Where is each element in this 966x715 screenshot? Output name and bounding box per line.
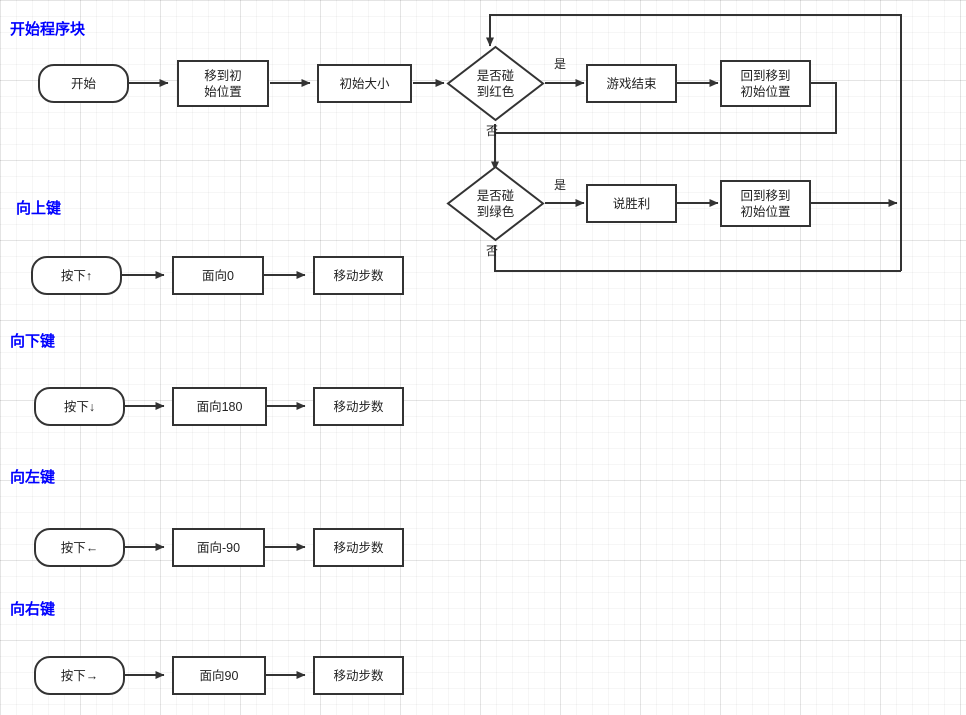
edge-checkgreen-no-to-rightbus	[494, 245, 901, 272]
node-face-90[interactable]: 面向90	[172, 656, 266, 695]
node-move-to-initial-position[interactable]: 移到初 始位置	[177, 60, 269, 107]
node-check-red-label: 是否碰 到红色	[476, 68, 515, 99]
edge-label-green-yes: 是	[554, 178, 567, 192]
node-check-green[interactable]: 是否碰 到绿色	[446, 165, 545, 242]
node-back-to-initial-2[interactable]: 回到移到 初始位置	[720, 180, 811, 227]
section-title-start: 开始程序块	[10, 21, 86, 38]
node-back-to-initial-1[interactable]: 回到移到 初始位置	[720, 60, 811, 107]
node-say-win[interactable]: 说胜利	[586, 184, 677, 223]
node-press-right[interactable]: 按下→	[34, 656, 125, 695]
section-title-down: 向下键	[10, 333, 56, 350]
section-title-right: 向右键	[10, 601, 56, 618]
node-press-left[interactable]: 按下←	[34, 528, 125, 567]
node-face-0[interactable]: 面向0	[172, 256, 264, 295]
edge-rightbus-loop-to-checkred	[486, 14, 902, 271]
edge-label-green-no: 否	[486, 244, 499, 258]
section-title-left: 向左键	[10, 469, 56, 486]
node-move-steps-up[interactable]: 移动步数	[313, 256, 404, 295]
node-move-steps-left[interactable]: 移动步数	[313, 528, 404, 567]
edge-label-red-yes: 是	[554, 57, 567, 71]
node-move-steps-down[interactable]: 移动步数	[313, 387, 404, 426]
node-press-down[interactable]: 按下↓	[34, 387, 125, 426]
node-face-180[interactable]: 面向180	[172, 387, 267, 426]
node-check-green-label: 是否碰 到绿色	[476, 188, 515, 219]
node-move-steps-right[interactable]: 移动步数	[313, 656, 404, 695]
section-title-up: 向上键	[16, 200, 62, 217]
node-start[interactable]: 开始	[38, 64, 129, 103]
node-initial-size[interactable]: 初始大小	[317, 64, 412, 103]
node-check-red[interactable]: 是否碰 到红色	[446, 45, 545, 122]
node-game-over[interactable]: 游戏结束	[586, 64, 677, 103]
edge-label-red-no: 否	[486, 124, 499, 138]
node-press-up[interactable]: 按下↑	[31, 256, 122, 295]
node-face-minus-90[interactable]: 面向-90	[172, 528, 265, 567]
